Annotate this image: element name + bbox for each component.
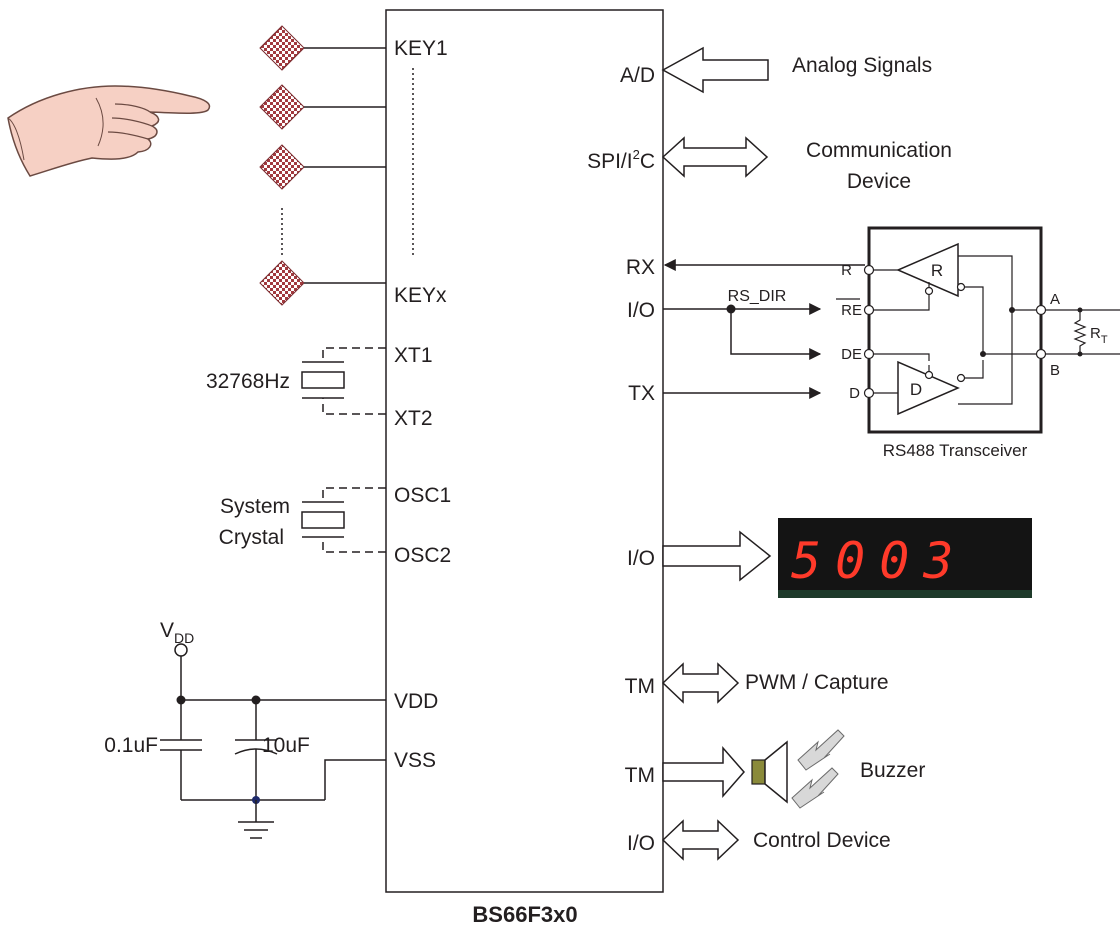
crystal-freq-label: 32768Hz [206,370,290,393]
spi-i2c-arrow [663,138,767,176]
pin-rx: RX [626,256,655,279]
rs-dir-label: RS_DIR [728,288,787,305]
sound-wave-icon [792,730,844,808]
vdd-label-main: V [160,619,174,642]
pin-xt1: XT1 [394,344,433,367]
control-device-arrow [663,821,738,859]
vdd-label: VDD [160,619,194,646]
pin-spi-i2c-main: SPI/I [587,150,633,173]
control-device-label: Control Device [753,829,891,852]
communication-label-1: Communication [806,139,952,162]
vdd-label-sub: DD [174,630,194,646]
bus-b-label: B [1050,362,1060,379]
pin-vdd: VDD [394,690,438,713]
pin-spi-i2c-tail: C [640,150,655,173]
pin-xt2: XT2 [394,407,433,430]
pwm-capture-label: PWM / Capture [745,671,889,694]
rs488-pin-re: RE [841,302,862,319]
key-pad-2[interactable] [260,85,386,129]
rs488-pin-d: D [849,385,860,402]
bus-a-label: A [1050,291,1060,308]
system-crystal [302,488,386,552]
driver-label: D [910,380,922,399]
pin-io2: I/O [627,547,655,570]
pin-keyx: KEYx [394,284,447,307]
cap-10uf-label: 10uF [262,734,310,757]
termination-resistor-label: RT [1090,325,1108,346]
pin-ad: A/D [620,64,655,87]
pin-osc2: OSC2 [394,544,451,567]
rs488-pin-de: DE [841,346,862,363]
analog-input-arrow [663,48,768,92]
system-crystal-label-1: System [220,495,290,518]
pointing-hand-icon [8,86,209,176]
de-line [731,309,820,354]
buzzer-output-arrow [663,748,744,796]
display-digits: 5003 [791,532,967,590]
speaker-icon [752,742,787,802]
pin-io3: I/O [627,832,655,855]
rs488-transceiver [865,228,1120,432]
transceiver-title: RS488 Transceiver [883,441,1028,460]
key-pad-1[interactable] [260,26,386,70]
pin-tm1: TM [625,675,655,698]
rt-main: R [1090,325,1101,342]
chip-name: BS66F3x0 [472,902,577,927]
pin-vss: VSS [394,749,436,772]
pin-osc1: OSC1 [394,484,451,507]
analog-signals-label: Analog Signals [792,54,932,77]
rt-sub: T [1101,334,1108,346]
pin-key1: KEY1 [394,37,448,60]
pin-spi-i2c-sup: 2 [633,147,640,162]
receiver-label: R [931,261,943,280]
buzzer-label: Buzzer [860,759,925,782]
pin-tx: TX [628,382,655,405]
crystal-32768 [302,348,386,414]
pwm-capture-arrow [663,664,738,702]
communication-label-2: Device [847,170,911,193]
seven-segment-display: 5003 [778,518,1032,598]
key-pad-3[interactable] [260,145,386,189]
key-pad-x[interactable] [260,261,386,305]
cap-0-1uf-label: 0.1uF [104,734,158,757]
pin-tm2: TM [625,764,655,787]
system-crystal-label-2: Crystal [219,526,284,549]
display-output-arrow [663,532,770,580]
pin-io1: I/O [627,299,655,322]
pin-spi-i2c: SPI/I2C [587,147,655,173]
